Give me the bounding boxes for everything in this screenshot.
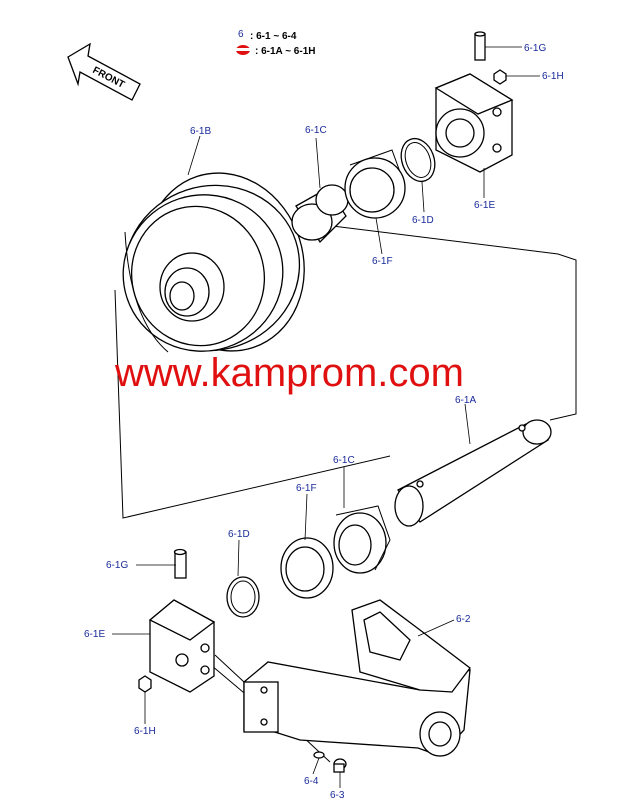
bushing-top — [291, 184, 349, 244]
callout-6-2: 6-2 — [456, 614, 471, 625]
front-arrow-icon: FRONT — [67, 42, 141, 101]
seal-bottom — [280, 537, 334, 599]
callout-6-4: 6-4 — [304, 776, 319, 787]
shaft — [394, 419, 552, 527]
callout-6-1g-bottom: 6-1G — [106, 560, 128, 571]
callout-6-1c-top: 6-1C — [305, 125, 327, 136]
callout-6-1e-bottom: 6-1E — [84, 629, 105, 640]
callout-6-3: 6-3 — [330, 790, 345, 801]
bracket-bottom — [148, 599, 216, 693]
callout-6-1a: 6-1A — [455, 395, 476, 406]
callout-6-1d-top: 6-1D — [412, 215, 434, 226]
callout-6-1d-bottom: 6-1D — [228, 529, 250, 540]
callout-6-1h-top: 6-1H — [542, 71, 564, 82]
callouts: 6-1G 6-1H 6-1B 6-1C 6-1E 6-1D 6-1F 6-1A … — [84, 43, 564, 801]
legend-badge-icon — [236, 45, 250, 55]
bolt-bottom — [138, 675, 152, 693]
callout-6-1f-top: 6-1F — [372, 256, 393, 267]
seal-top — [344, 149, 406, 219]
callout-6-1h-bottom: 6-1H — [134, 726, 156, 737]
legend-marker: 6 — [238, 29, 244, 40]
o-ring-bottom — [226, 576, 260, 618]
pin-bottom — [173, 548, 187, 579]
idler-wheel — [122, 172, 305, 353]
callout-6-1c-bottom: 6-1C — [333, 455, 355, 466]
bolt-top — [493, 69, 507, 85]
pin-top — [474, 31, 486, 61]
yoke — [243, 599, 471, 757]
leader-lines — [112, 46, 540, 788]
callout-6-1e-top: 6-1E — [474, 200, 495, 211]
washer-6-4 — [313, 751, 325, 759]
callout-6-1f-bottom: 6-1F — [296, 483, 317, 494]
watermark: www.kamprom.com — [114, 351, 464, 395]
bracket-top — [434, 73, 514, 173]
o-ring-top — [400, 137, 436, 183]
legend: 6 : 6-1 ~ 6-4 : 6-1A ~ 6-1H — [236, 29, 315, 57]
bolt-6-3 — [333, 758, 347, 773]
callout-6-1g-top: 6-1G — [524, 43, 546, 54]
legend-line-2: : 6-1A ~ 6-1H — [255, 46, 315, 57]
callout-6-1b: 6-1B — [190, 126, 211, 137]
bushing-bottom — [333, 505, 391, 574]
legend-line-1: : 6-1 ~ 6-4 — [250, 31, 297, 42]
